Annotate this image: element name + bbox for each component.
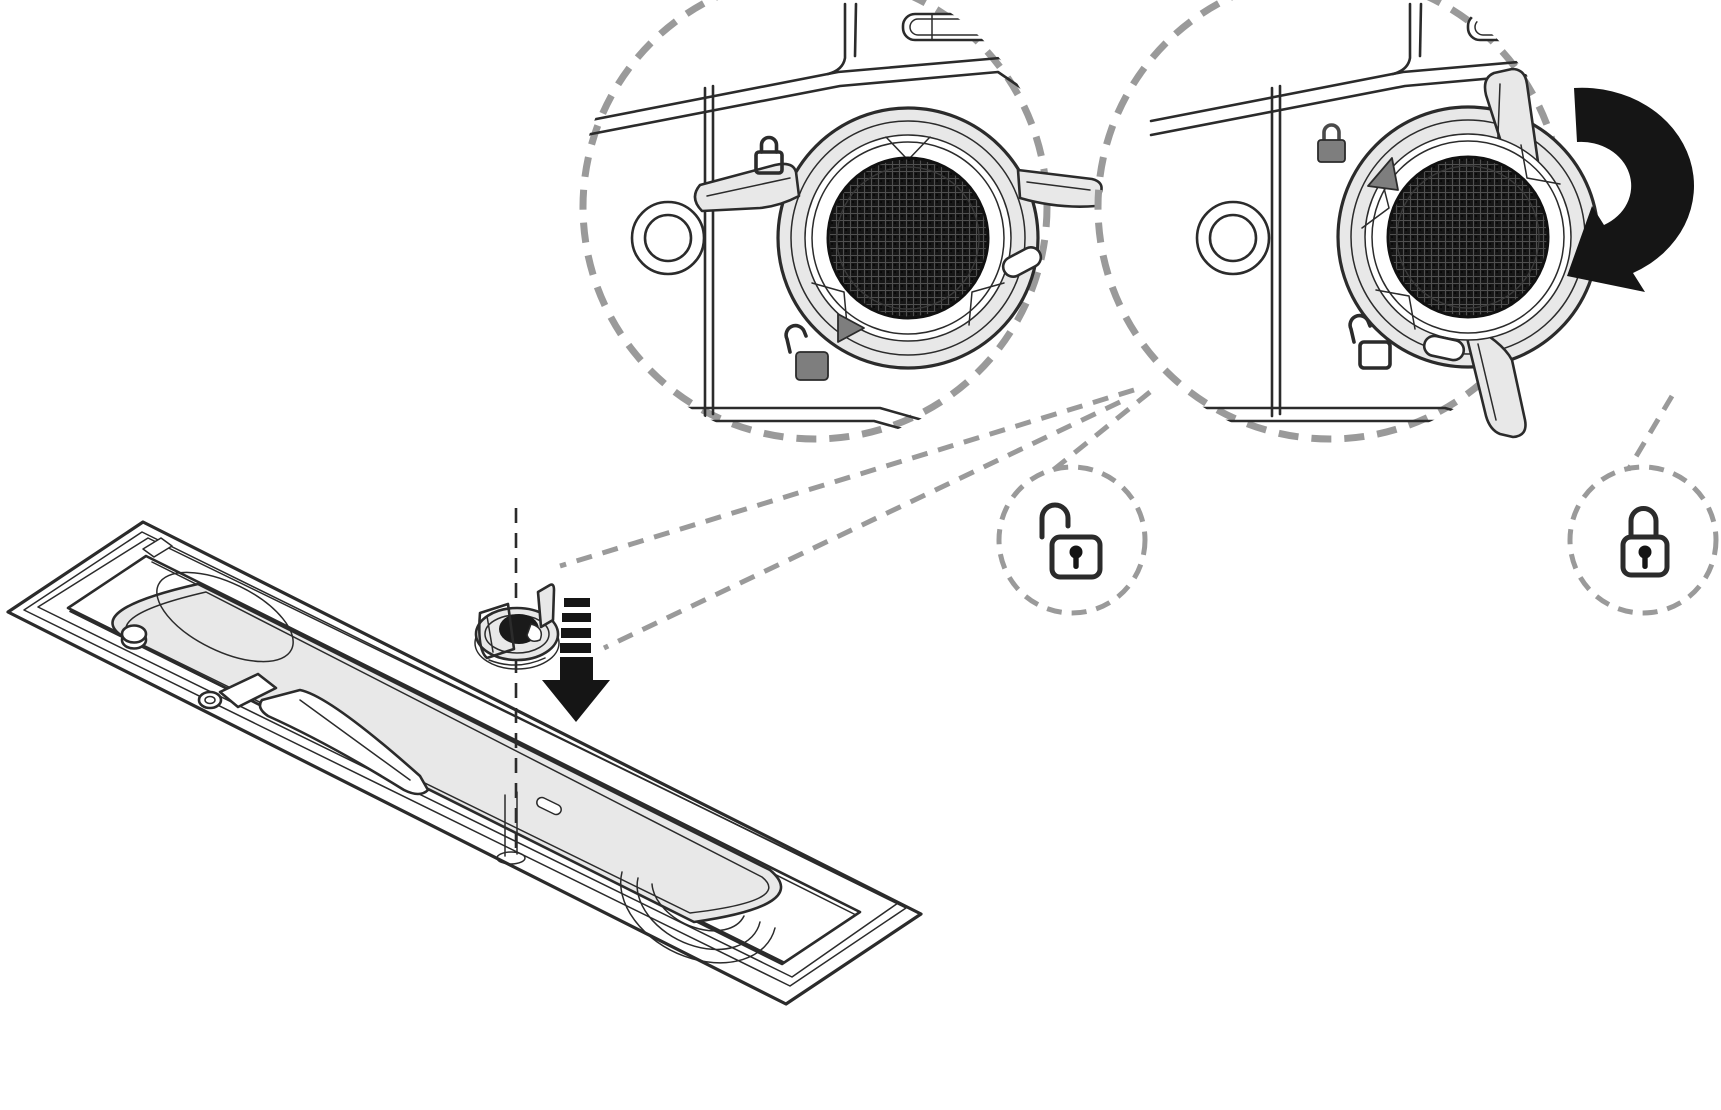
open-padlock-icon [1039,502,1103,580]
filter-part-wing-left [478,602,516,660]
position-triangle [837,313,865,343]
vent-slot [901,12,1005,42]
trough-rim-step-1 [23,531,907,987]
mesh-screen [1386,155,1550,319]
filter-part-floating [474,583,560,670]
leader-to-left-badge [1045,390,1152,477]
detail-leader-lines [559,387,1675,651]
drain-knob [120,624,148,650]
wing-handle-right [1016,168,1103,208]
position-triangle [1367,157,1399,191]
insert-down-arrow [542,598,610,722]
side-knob-left [630,200,706,276]
trough-basin [111,582,783,924]
side-knob-right [1195,200,1271,276]
callout-step2-rotate-filter [1094,0,1695,444]
rotate-clockwise-arrow [1567,87,1695,292]
leader-to-part-bottom [602,399,1122,651]
filter-locked-rotation [1336,67,1600,439]
mesh-screen [826,156,990,320]
grip-tab [1001,246,1043,278]
lock-open-icon [1348,313,1392,370]
status-badge-unlocked [996,464,1148,616]
pivot-arm-mechanism [197,672,430,796]
badge-circle-left [996,464,1148,616]
closed-padlock-icon [1620,506,1670,578]
basin-left-well [156,571,294,663]
lock-closed-icon [754,135,784,175]
lock-closed-icon-filled [1317,123,1346,163]
leader-to-part-top [559,387,1135,569]
lock-open-icon-filled [784,323,829,381]
filter-seat-housing [619,871,776,964]
filter-unlocked [693,106,1103,370]
badge-circle-right [1567,464,1719,616]
leader-to-right-badge [1625,394,1675,472]
vent-trough [6,520,923,1006]
trough-rim-step-2 [37,537,899,978]
callout-step1-insert-filter [579,0,1103,444]
wing-handle-up [1483,67,1540,172]
opening-corner-block [142,537,173,558]
float-flap [258,688,430,796]
vent-slot [1466,12,1567,42]
status-badge-locked [1567,464,1719,616]
detail-circle-left [579,0,1051,443]
filter-part-wing-up [536,583,556,629]
grip-tab [1422,334,1466,362]
